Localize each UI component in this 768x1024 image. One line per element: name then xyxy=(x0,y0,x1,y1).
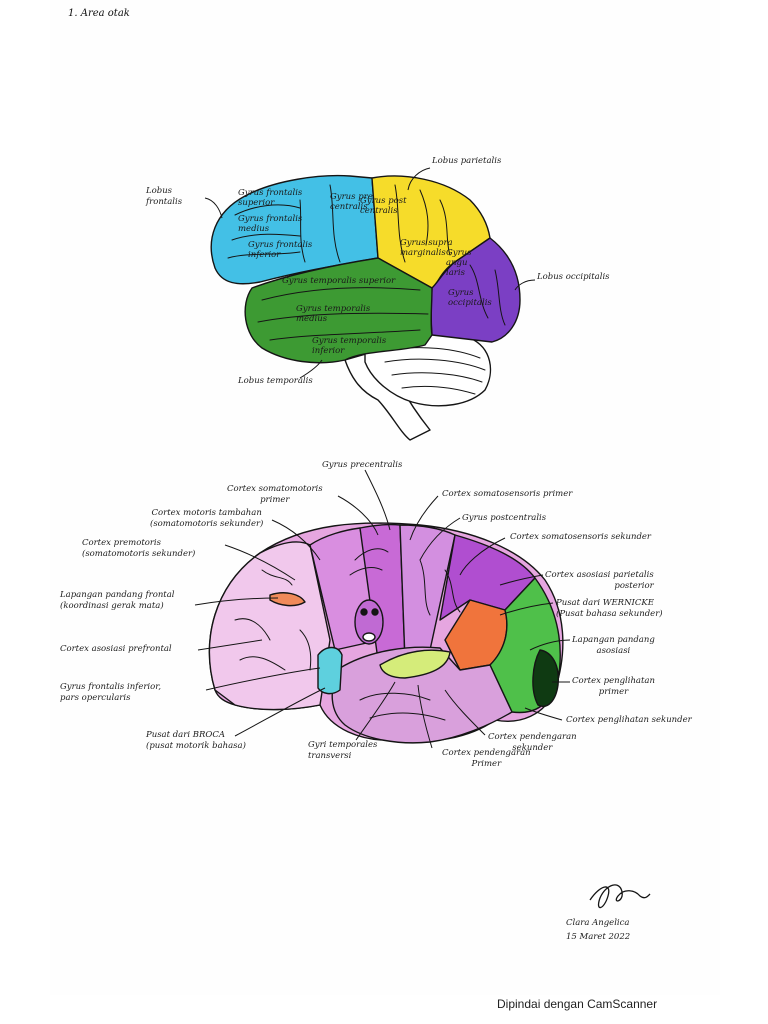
lateral-brain-diagram xyxy=(210,174,521,441)
occipital-lobe-shape xyxy=(430,237,521,343)
signature-date: 15 Maret 2022 xyxy=(566,932,631,942)
label-cortex-asosiasi-prefrontal: Cortex asosiasi prefrontal xyxy=(60,644,172,654)
label-gyri-temporales-transversi: Gyri temporales transversi xyxy=(308,740,378,761)
signature-name: Clara Angelica xyxy=(566,918,630,928)
label-gyrus-precentralis-functional: Gyrus precentralis xyxy=(322,460,403,470)
label-gyrus-temporalis-medius: Gyrus temporalis medius xyxy=(296,304,371,324)
label-gyrus-temporalis-superior: Gyrus temporalis superior xyxy=(282,276,396,286)
label-gyrus-postcentralis: Gyrus post centralis xyxy=(360,196,407,216)
visual-primary-region xyxy=(532,649,559,707)
camscanner-footer: Dipindai dengan CamScanner xyxy=(497,997,658,1011)
label-gyrus-angularis: Gyrus angu laris xyxy=(446,248,472,278)
label-gyrus-temporalis-inferior: Gyrus temporalis inferior xyxy=(312,336,387,356)
label-cortex-penglihatan-sekunder: Cortex penglihatan sekunder xyxy=(566,715,692,725)
label-gyrus-postcentralis-functional: Gyrus postcentralis xyxy=(462,513,547,523)
functional-leader-lines xyxy=(194,469,571,749)
prefrontal-region xyxy=(208,541,331,711)
label-gyrus-precentralis: Gyrus pre centralis xyxy=(330,192,373,212)
label-cortex-somatomotoris-primer: Cortex somatomotoris primer xyxy=(227,484,323,505)
temporal-lobe-shape xyxy=(244,257,433,364)
label-gyrus-frontalis-medius: Gyrus frontalis medius xyxy=(238,214,303,234)
label-gyrus-supramarginalis: Gyrus supra marginalis xyxy=(400,238,453,258)
frontal-eye-field-region xyxy=(269,592,306,607)
somatosensory-region xyxy=(399,524,456,661)
label-lobus-parietalis: Lobus parietalis xyxy=(432,156,502,166)
label-pusat-broca: Pusat dari BROCA (pusat motorik bahasa) xyxy=(146,730,246,751)
label-cortex-premotoris: Cortex premotoris (somatomotoris sekunde… xyxy=(82,538,196,559)
label-pusat-wernicke: Pusat dari WERNICKE (Pusat bahasa sekund… xyxy=(556,598,663,619)
label-cortex-pendengaran-sekunder: Cortex pendengaran sekunder xyxy=(488,732,577,753)
label-gyrus-frontalis-superior: Gyrus frontalis superior xyxy=(238,188,303,208)
label-lapangan-pandang-asosiasi: Lapangan pandang asosiasi xyxy=(572,635,655,656)
label-cortex-asosiasi-parietalis: Cortex asosiasi parietalis posterior xyxy=(545,570,654,591)
label-gyrus-occipitalis: Gyrus occipitalis xyxy=(448,288,492,308)
label-lobus-frontalis: Lobus frontalis xyxy=(146,186,183,207)
label-cortex-penglihatan-primer: Cortex penglihatan primer xyxy=(572,676,655,697)
frontal-lobe-shape xyxy=(210,174,379,285)
page-title: 1. Area otak xyxy=(68,8,130,19)
label-gyrus-frontalis-inferior-pars: Gyrus frontalis inferior, pars opercular… xyxy=(60,682,162,703)
label-cortex-somatosensoris-primer: Cortex somatosensoris primer xyxy=(442,489,573,499)
label-lobus-occipitalis: Lobus occipitalis xyxy=(537,272,610,282)
paper-sheet xyxy=(50,0,720,995)
label-lobus-temporalis: Lobus temporalis xyxy=(238,376,313,386)
label-cortex-motoris-tambahan: Cortex motoris tambahan (somatomotoris s… xyxy=(150,508,264,529)
signature-scribble xyxy=(589,884,651,909)
label-cortex-somatosensoris-sekunder: Cortex somatosensoris sekunder xyxy=(510,532,651,542)
lateral-leader-lines xyxy=(204,167,536,379)
auditory-region xyxy=(379,649,451,679)
label-lapangan-pandang-frontal: Lapangan pandang frontal (koordinasi ger… xyxy=(60,590,175,611)
label-cortex-pendengaran-primer: Cortex pendengaran Primer xyxy=(442,748,531,769)
functional-brain-diagram xyxy=(208,522,564,744)
functional-temporal-region xyxy=(331,646,513,744)
label-gyrus-frontalis-inferior: Gyrus frontalis inferior xyxy=(248,240,313,260)
broca-region xyxy=(317,646,343,695)
